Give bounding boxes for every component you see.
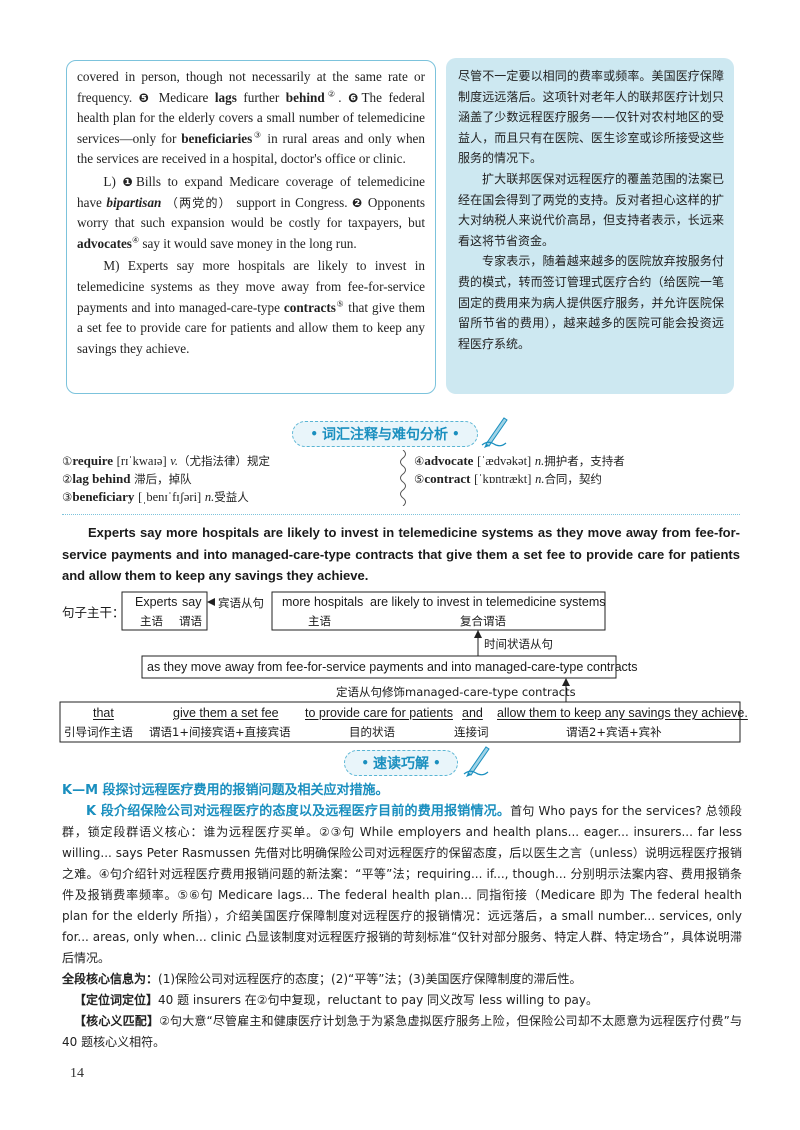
note-marker: ② <box>324 89 339 99</box>
k-analysis: K 段介绍保险公司对远程医疗的态度以及远程医疗目前的费用报销情况。首句 Who … <box>62 801 742 969</box>
section-title-vocab: •词汇注释与难句分析• <box>292 421 478 447</box>
sentence-text: Medicare <box>158 89 209 105</box>
diagram-say: say <box>182 595 202 609</box>
diagram-that: that <box>93 706 114 720</box>
core-info: 全段核心信息为：(1)保险公司对远程医疗的态度；(2)“平等”法；(3)美国医疗… <box>62 969 742 990</box>
diagram-label-purpose: 目的状语 <box>349 725 395 739</box>
spiral-divider <box>400 450 406 506</box>
core-info-label: 全段核心信息为： <box>62 972 159 986</box>
translation-paragraph: 扩大联邦医保对远程医疗的覆盖范围的法案已经在国会得到了两党的支持。反对者担心这样… <box>458 171 724 248</box>
passage-paragraph-m: M) Experts say more hospitals are likely… <box>77 256 425 359</box>
diagram-label-subject: 主语 <box>140 614 163 628</box>
diagram-label-time-clause: 时间状语从句 <box>484 637 553 651</box>
analysis-body: K—M 段探讨远程医疗费用的报销问题及相关应对措施。 K 段介绍保险公司对远程医… <box>62 780 742 1053</box>
paragraph-label: M) <box>103 258 120 274</box>
section-title-text: 速读巧解 <box>373 756 429 772</box>
core-match: 【核心义匹配】②句大意“尽管雇主和健康医疗计划急于为紧急虚拟医疗服务上险，但保险… <box>62 1011 742 1053</box>
k-text: 首句 Who pays for the services? 总领段群，锁定段群语… <box>62 804 742 965</box>
vocab-item: ⑤contract [ˈkɒntrækt] n.合同，契约 <box>414 471 602 486</box>
diagram-label-object-clause: 宾语从句 <box>218 596 264 610</box>
diagram-to-provide: to provide care for patients <box>305 706 453 720</box>
pen-icon <box>463 746 490 777</box>
sentence-text: say it would save money in the long run. <box>142 235 357 251</box>
locate-label: 【定位词定位】 <box>74 993 159 1007</box>
vocab-item: ②lag behind 滞后，掉队 <box>62 471 192 486</box>
core-info-text: (1)保险公司对远程医疗的态度；(2)“平等”法；(3)美国医疗保障制度的滞后性… <box>158 972 582 986</box>
diagram-label-compound-predicate: 复合谓语 <box>460 614 506 628</box>
section-title-text: 词汇注释与难句分析 <box>322 427 448 443</box>
chinese-translation-box: 尽管不一定要以相同的费率或频率。美国医疗保障制度远远落后。这项针对老年人的联邦医… <box>446 58 734 394</box>
sentence-text: that give them a set fee to provide care… <box>77 299 426 356</box>
diagram-label-give: 谓语1+间接宾语+直接宾语 <box>149 725 291 739</box>
sentence-text: The federal health plan for the elderly … <box>77 89 426 146</box>
diagram-label-conjunction: 连接词 <box>454 725 489 739</box>
diagram-and: and <box>462 706 483 720</box>
vocab-list-left: ①require [rɪˈkwaɪə] v.（尤指法律）规定 ②lag behi… <box>62 452 270 506</box>
diagram-are-likely: are likely to invest in telemedicine sys… <box>370 595 606 609</box>
sentence-text: Experts say more hospitals are likely to… <box>77 258 425 315</box>
sentence-marker: ❺ <box>138 90 153 105</box>
page-number: 14 <box>70 1066 84 1081</box>
note-marker: ③ <box>252 130 263 140</box>
vocab-highlight: contracts <box>283 299 336 315</box>
locate-text: 40 题 insurers 在②句中复现，reluctant to pay 同义… <box>158 993 599 1007</box>
section-title-speed-reading: •速读巧解• <box>344 750 458 776</box>
sentence-marker: ❷ <box>352 195 364 210</box>
diagram-label-that: 引导词作主语 <box>64 725 133 739</box>
core-match-text: ②句大意“尽管雇主和健康医疗计划急于为紧急虚拟医疗服务上险，但保险公司却不太愿意… <box>62 1014 742 1049</box>
sentence-text: Bills to expand Medicare coverage of tel… <box>77 173 425 210</box>
diagram-as-clause: as they move away from fee-for-service p… <box>147 660 638 674</box>
sentence-text: further <box>243 89 280 105</box>
passage-paragraph-l: L) ❶Bills to expand Medicare coverage of… <box>77 172 425 254</box>
core-match-label: 【核心义匹配】 <box>74 1014 160 1028</box>
vocab-highlight: beneficiaries <box>181 130 253 146</box>
divider <box>62 514 740 515</box>
sentence-marker: ❶ <box>122 174 137 189</box>
km-summary: K—M 段探讨远程医疗费用的报销问题及相关应对措施。 <box>62 783 389 798</box>
diagram-label-subject-2: 主语 <box>308 614 331 628</box>
vocab-list-right: ④advocate [ˈædvəkət] n.拥护者，支持者 ⑤contract… <box>414 452 625 488</box>
sentence-text: support in Congress. <box>236 194 348 210</box>
diagram-experts: Experts <box>135 595 178 609</box>
paragraph-label: L) <box>103 173 116 189</box>
vocab-item: ④advocate [ˈædvəkət] n.拥护者，支持者 <box>414 453 625 468</box>
pen-icon <box>481 417 508 448</box>
vocab-item: ③beneficiary [ˌbenɪˈfɪʃəri] n.受益人 <box>62 489 249 504</box>
diagram-allow: allow them to keep any savings they achi… <box>497 706 748 720</box>
translation-paragraph: 尽管不一定要以相同的费率或频率。美国医疗保障制度远远落后。这项针对老年人的联邦医… <box>458 69 724 166</box>
diagram-label-allow: 谓语2+宾语+宾补 <box>566 725 662 739</box>
diagram-main-label: 句子主干： <box>62 605 125 620</box>
note-marker: ④ <box>131 235 140 245</box>
note-marker: ⑤ <box>335 299 345 309</box>
vocab-highlight: behind <box>285 89 325 105</box>
inline-gloss: （两党的） <box>165 195 232 210</box>
vocab-highlight: bipartisan <box>106 194 162 210</box>
sentence-text: Opponents worry that such expansion woul… <box>77 194 426 231</box>
diagram-label-predicate: 谓语 <box>179 614 202 628</box>
k-heading: K 段介绍保险公司对远程医疗的态度以及远程医疗目前的费用报销情况。 <box>86 804 511 819</box>
diagram-label-attributive-clause: 定语从句修饰managed-care-type contracts <box>336 685 576 699</box>
vocab-highlight: advocates <box>77 235 132 251</box>
sentence-text: covered in person, though not necessaril… <box>77 69 425 105</box>
diagram-more-hospitals: more hospitals <box>282 595 364 609</box>
sentence-text: in rural areas and only when the service… <box>77 130 425 167</box>
english-passage-box: covered in person, though not necessaril… <box>66 60 436 394</box>
diagram-give: give them a set fee <box>173 706 279 720</box>
translation-paragraph: 专家表示，随着越来越多的医院放弃按服务付费的模式，转而签订管理式医疗合约（给医院… <box>458 254 724 351</box>
sentence-marker: ❻ <box>348 90 362 105</box>
difficult-sentence: Experts say more hospitals are likely to… <box>62 525 740 583</box>
vocab-highlight: lags <box>214 89 237 105</box>
locate-keyword: 【定位词定位】40 题 insurers 在②句中复现，reluctant to… <box>62 990 742 1011</box>
vocab-item: ①require [rɪˈkwaɪə] v.（尤指法律）规定 <box>62 453 271 468</box>
passage-paragraph-k-cont: covered in person, though not necessaril… <box>77 69 426 167</box>
